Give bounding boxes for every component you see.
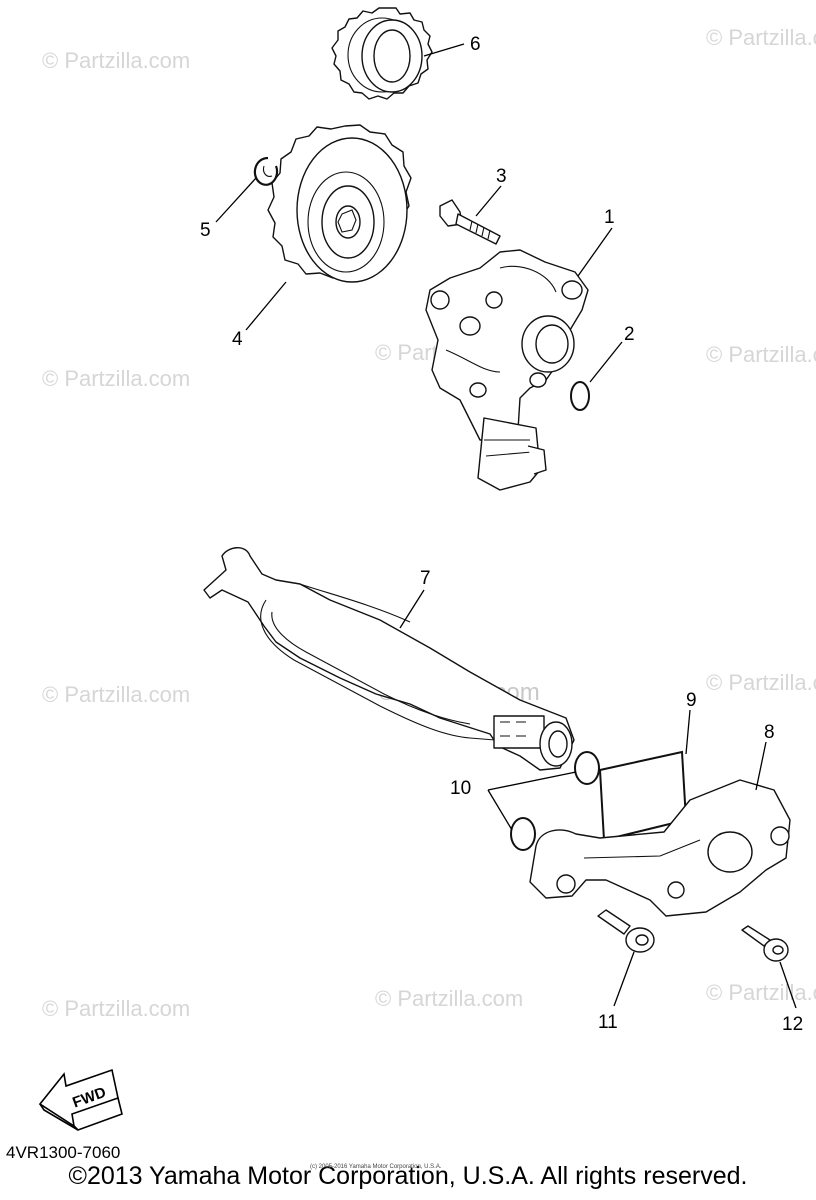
part-5-circlip[interactable] bbox=[253, 156, 279, 186]
part-6-small-gear[interactable] bbox=[331, 7, 433, 100]
leader-lines bbox=[215, 43, 797, 1009]
fwd-arrow-icon: FWD bbox=[38, 1068, 123, 1131]
watermark: © Partzilla.com bbox=[42, 996, 190, 1021]
callout-12: 12 bbox=[782, 1014, 803, 1035]
part-12-bolt[interactable] bbox=[741, 925, 789, 962]
callout-5: 5 bbox=[200, 220, 211, 241]
callout-6: 6 bbox=[470, 34, 481, 55]
copyright-notice: ©2013 Yamaha Motor Corporation, U.S.A. A… bbox=[68, 1162, 748, 1190]
callout-1: 1 bbox=[604, 207, 615, 228]
part-4-large-gear[interactable] bbox=[267, 124, 412, 283]
callout-7: 7 bbox=[420, 568, 431, 589]
callout-labels: 1 2 3 4 5 6 7 8 9 10 11 12 bbox=[200, 34, 803, 1035]
watermark: © Partzilla.com bbox=[42, 48, 190, 73]
watermark: © Partzilla.com bbox=[706, 25, 816, 50]
part-8-oil-pipe[interactable] bbox=[529, 779, 791, 917]
watermark: © Partzilla.com bbox=[706, 342, 816, 367]
watermark: © Partzilla.com bbox=[706, 670, 816, 695]
watermark: © Partzilla.com bbox=[42, 366, 190, 391]
callout-9: 9 bbox=[686, 690, 697, 711]
callout-8: 8 bbox=[764, 722, 775, 743]
part-2-o-ring[interactable] bbox=[570, 381, 590, 411]
copyright-small: (c) 2005-2016 Yamaha Motor Corporation, … bbox=[310, 1164, 442, 1170]
watermark: © Partzilla.com bbox=[706, 980, 816, 1005]
callout-10: 10 bbox=[450, 778, 471, 799]
watermark: © Partzilla.com bbox=[42, 682, 190, 707]
watermark: © Partzilla.com bbox=[375, 986, 523, 1011]
callout-3: 3 bbox=[496, 166, 507, 187]
part-10-o-rings[interactable] bbox=[510, 751, 600, 851]
part-7-oil-strainer[interactable] bbox=[203, 547, 575, 771]
diagram-code: 4VR1300-7060 bbox=[6, 1143, 121, 1162]
part-3-bolt[interactable] bbox=[439, 199, 501, 245]
callout-2: 2 bbox=[624, 324, 635, 345]
callout-11: 11 bbox=[598, 1012, 618, 1033]
part-1-oil-pump[interactable] bbox=[425, 249, 589, 491]
part-11-bolt[interactable] bbox=[597, 909, 655, 953]
callout-4: 4 bbox=[232, 329, 243, 350]
